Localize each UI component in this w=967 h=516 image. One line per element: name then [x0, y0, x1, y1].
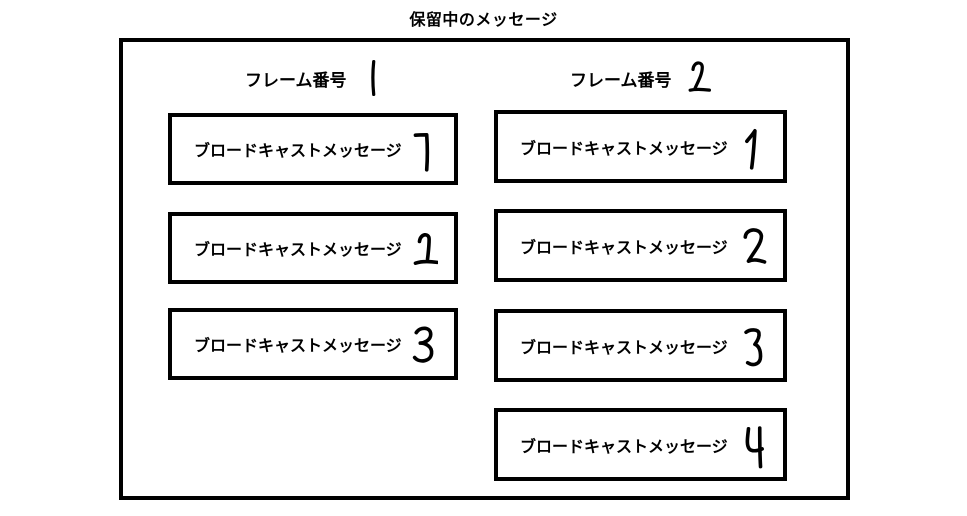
- frame-label: フレーム番号: [245, 71, 347, 90]
- broadcast-message-box: ブロードキャストメッセージ: [168, 113, 458, 185]
- message-label: ブロードキャストメッセージ: [520, 140, 728, 158]
- handwritten-number-2-icon: [688, 61, 711, 92]
- pending-messages-container: フレーム番号ブロードキャストメッセージブロードキャストメッセージブロードキャスト…: [119, 38, 850, 500]
- handwritten-number-3-icon: [744, 327, 763, 366]
- handwritten-number-4-icon: [745, 425, 764, 468]
- message-label: ブロードキャストメッセージ: [520, 438, 728, 456]
- message-label: ブロードキャストメッセージ: [194, 338, 402, 355]
- handwritten-number-1-icon: [745, 128, 757, 170]
- handwritten-number-1-icon: [413, 133, 430, 172]
- handwritten-number-1-icon: [370, 59, 375, 97]
- broadcast-message-box: ブロードキャストメッセージ: [494, 110, 787, 183]
- frame-header-1: フレーム番号: [245, 58, 386, 98]
- broadcast-message-box: ブロードキャストメッセージ: [494, 209, 787, 282]
- frame-label: フレーム番号: [570, 71, 672, 90]
- diagram-title: 保留中のメッセージ: [409, 12, 558, 29]
- broadcast-message-box: ブロードキャストメッセージ: [494, 408, 787, 481]
- broadcast-message-box: ブロードキャストメッセージ: [168, 308, 458, 380]
- message-label: ブロードキャストメッセージ: [520, 339, 728, 357]
- handwritten-number-2-icon: [743, 227, 767, 264]
- message-label: ブロードキャストメッセージ: [520, 239, 728, 257]
- message-label: ブロードキャストメッセージ: [194, 143, 402, 160]
- handwritten-number-3-icon: [412, 326, 434, 363]
- handwritten-number-2-icon: [413, 233, 438, 265]
- message-label: ブロードキャストメッセージ: [194, 242, 402, 259]
- frame-header-2: フレーム番号: [570, 58, 711, 98]
- broadcast-message-box: ブロードキャストメッセージ: [168, 212, 458, 284]
- broadcast-message-box: ブロードキャストメッセージ: [494, 309, 787, 382]
